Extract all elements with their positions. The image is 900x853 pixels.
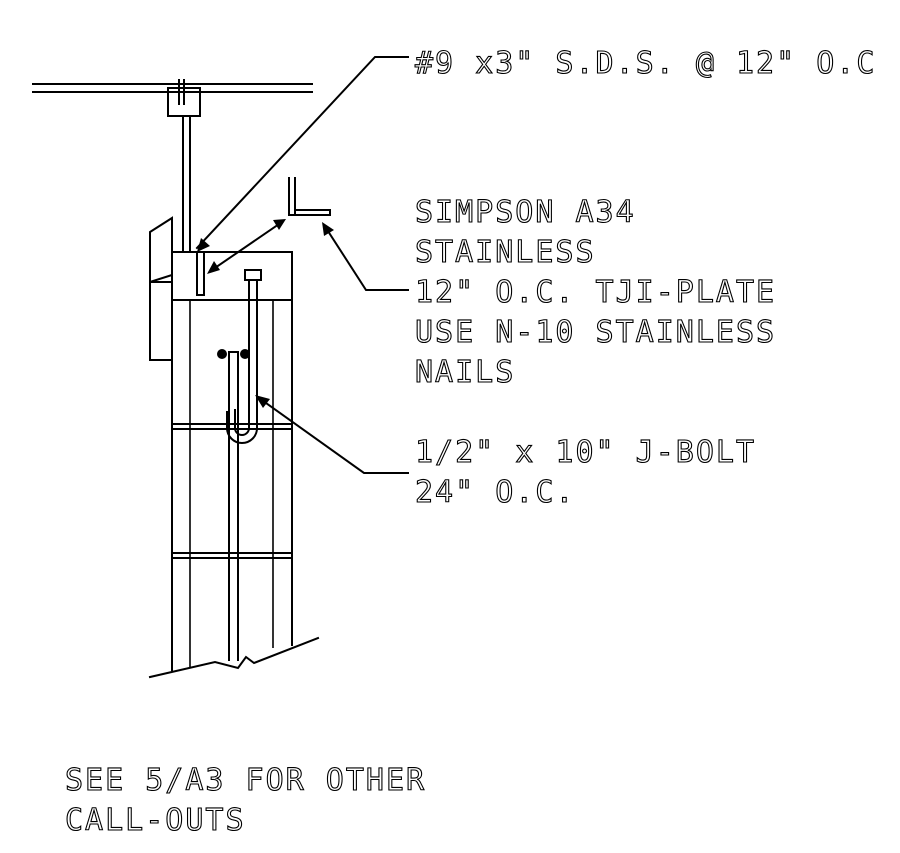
clip-callout-line5: NAILS [415,355,515,390]
note-line1: SEE 5/A3 FOR OTHER [65,763,426,798]
j-bolt [226,269,262,444]
note-line2: CALL-OUTS [65,803,246,838]
post-body [171,299,293,671]
leader-screw [195,56,409,252]
clip-callout-line4: USE N-10 STAINLESS [415,315,776,350]
leader-clip [207,219,409,291]
clip-callout-line2: STAINLESS [415,235,596,270]
clip-callout-line3: 12" O.C. TJI-PLATE [415,275,776,310]
clip-callout-line1: SIMPSON A34 [415,195,636,230]
top-plate [171,251,293,301]
bolt-callout-line1: 1/2" x 10" J-BOLT [415,435,756,470]
hanger-strap [167,79,201,253]
a34-angle-clip [288,177,331,216]
roof-beam [32,83,313,93]
screw-callout: #9 x3" S.D.S. @ 12" O.C [415,46,876,81]
grade-line [148,636,320,679]
leader-jbolt [255,395,409,474]
bolt-callout-line2: 24" O.C. [415,475,576,510]
side-trim [149,216,173,361]
